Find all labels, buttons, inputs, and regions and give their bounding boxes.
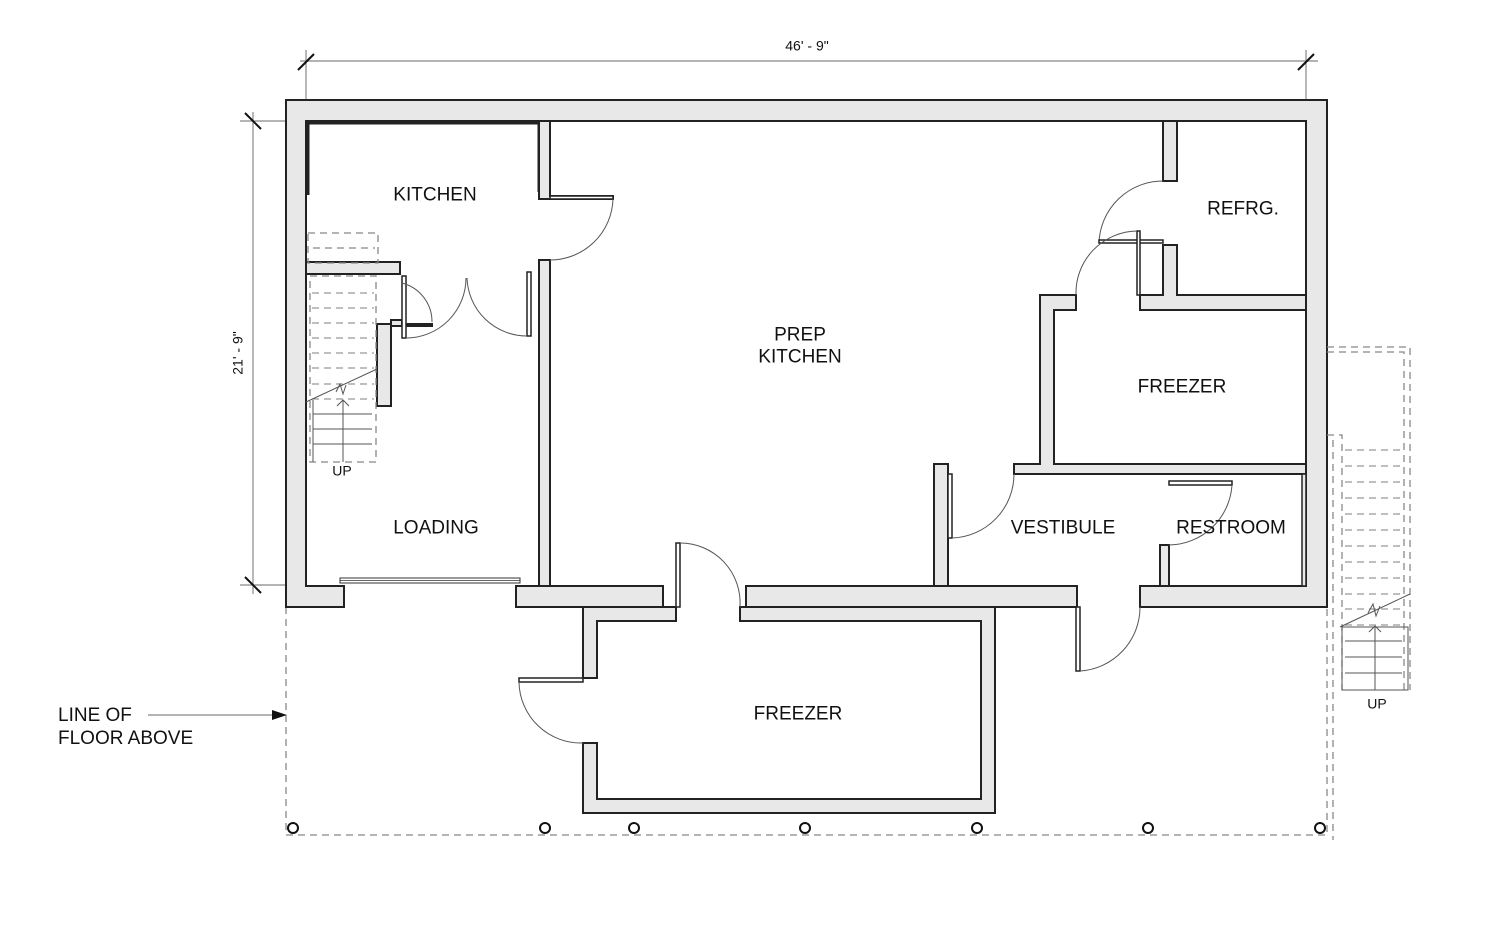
structural-columns — [287, 822, 1326, 834]
width-dimension-label: 46' - 9" — [785, 37, 829, 54]
room-label-prep-kitchen-line2: KITCHEN — [758, 346, 842, 368]
room-label-freezer-upper: FREEZER — [1137, 376, 1227, 398]
room-label-prep-kitchen-line1: PREP — [774, 324, 826, 346]
height-dimension-label: 21' - 9" — [229, 331, 246, 375]
exterior-walls — [285, 99, 1328, 608]
room-label-restroom: RESTROOM — [1176, 517, 1286, 539]
left-stair — [305, 232, 379, 463]
room-label-kitchen: KITCHEN — [393, 184, 477, 206]
floor-above-outline — [148, 607, 1328, 836]
doors — [339, 180, 1233, 744]
room-label-refrigerator: REFRG. — [1207, 198, 1279, 220]
floor-above-note-line2: FLOOR ABOVE — [58, 728, 194, 749]
right-stair — [1327, 346, 1411, 840]
interior-walls — [305, 120, 1307, 587]
stair-left-up-label: UP — [332, 462, 352, 479]
dimension-width — [297, 50, 1318, 120]
room-label-vestibule: VESTIBULE — [1010, 517, 1116, 539]
room-label-loading: LOADING — [393, 517, 479, 539]
dimension-height — [240, 112, 300, 594]
floor-above-note-line1: LINE OF — [58, 705, 132, 726]
room-label-freezer-lower: FREEZER — [753, 703, 843, 725]
stair-right-up-label: UP — [1367, 695, 1387, 712]
